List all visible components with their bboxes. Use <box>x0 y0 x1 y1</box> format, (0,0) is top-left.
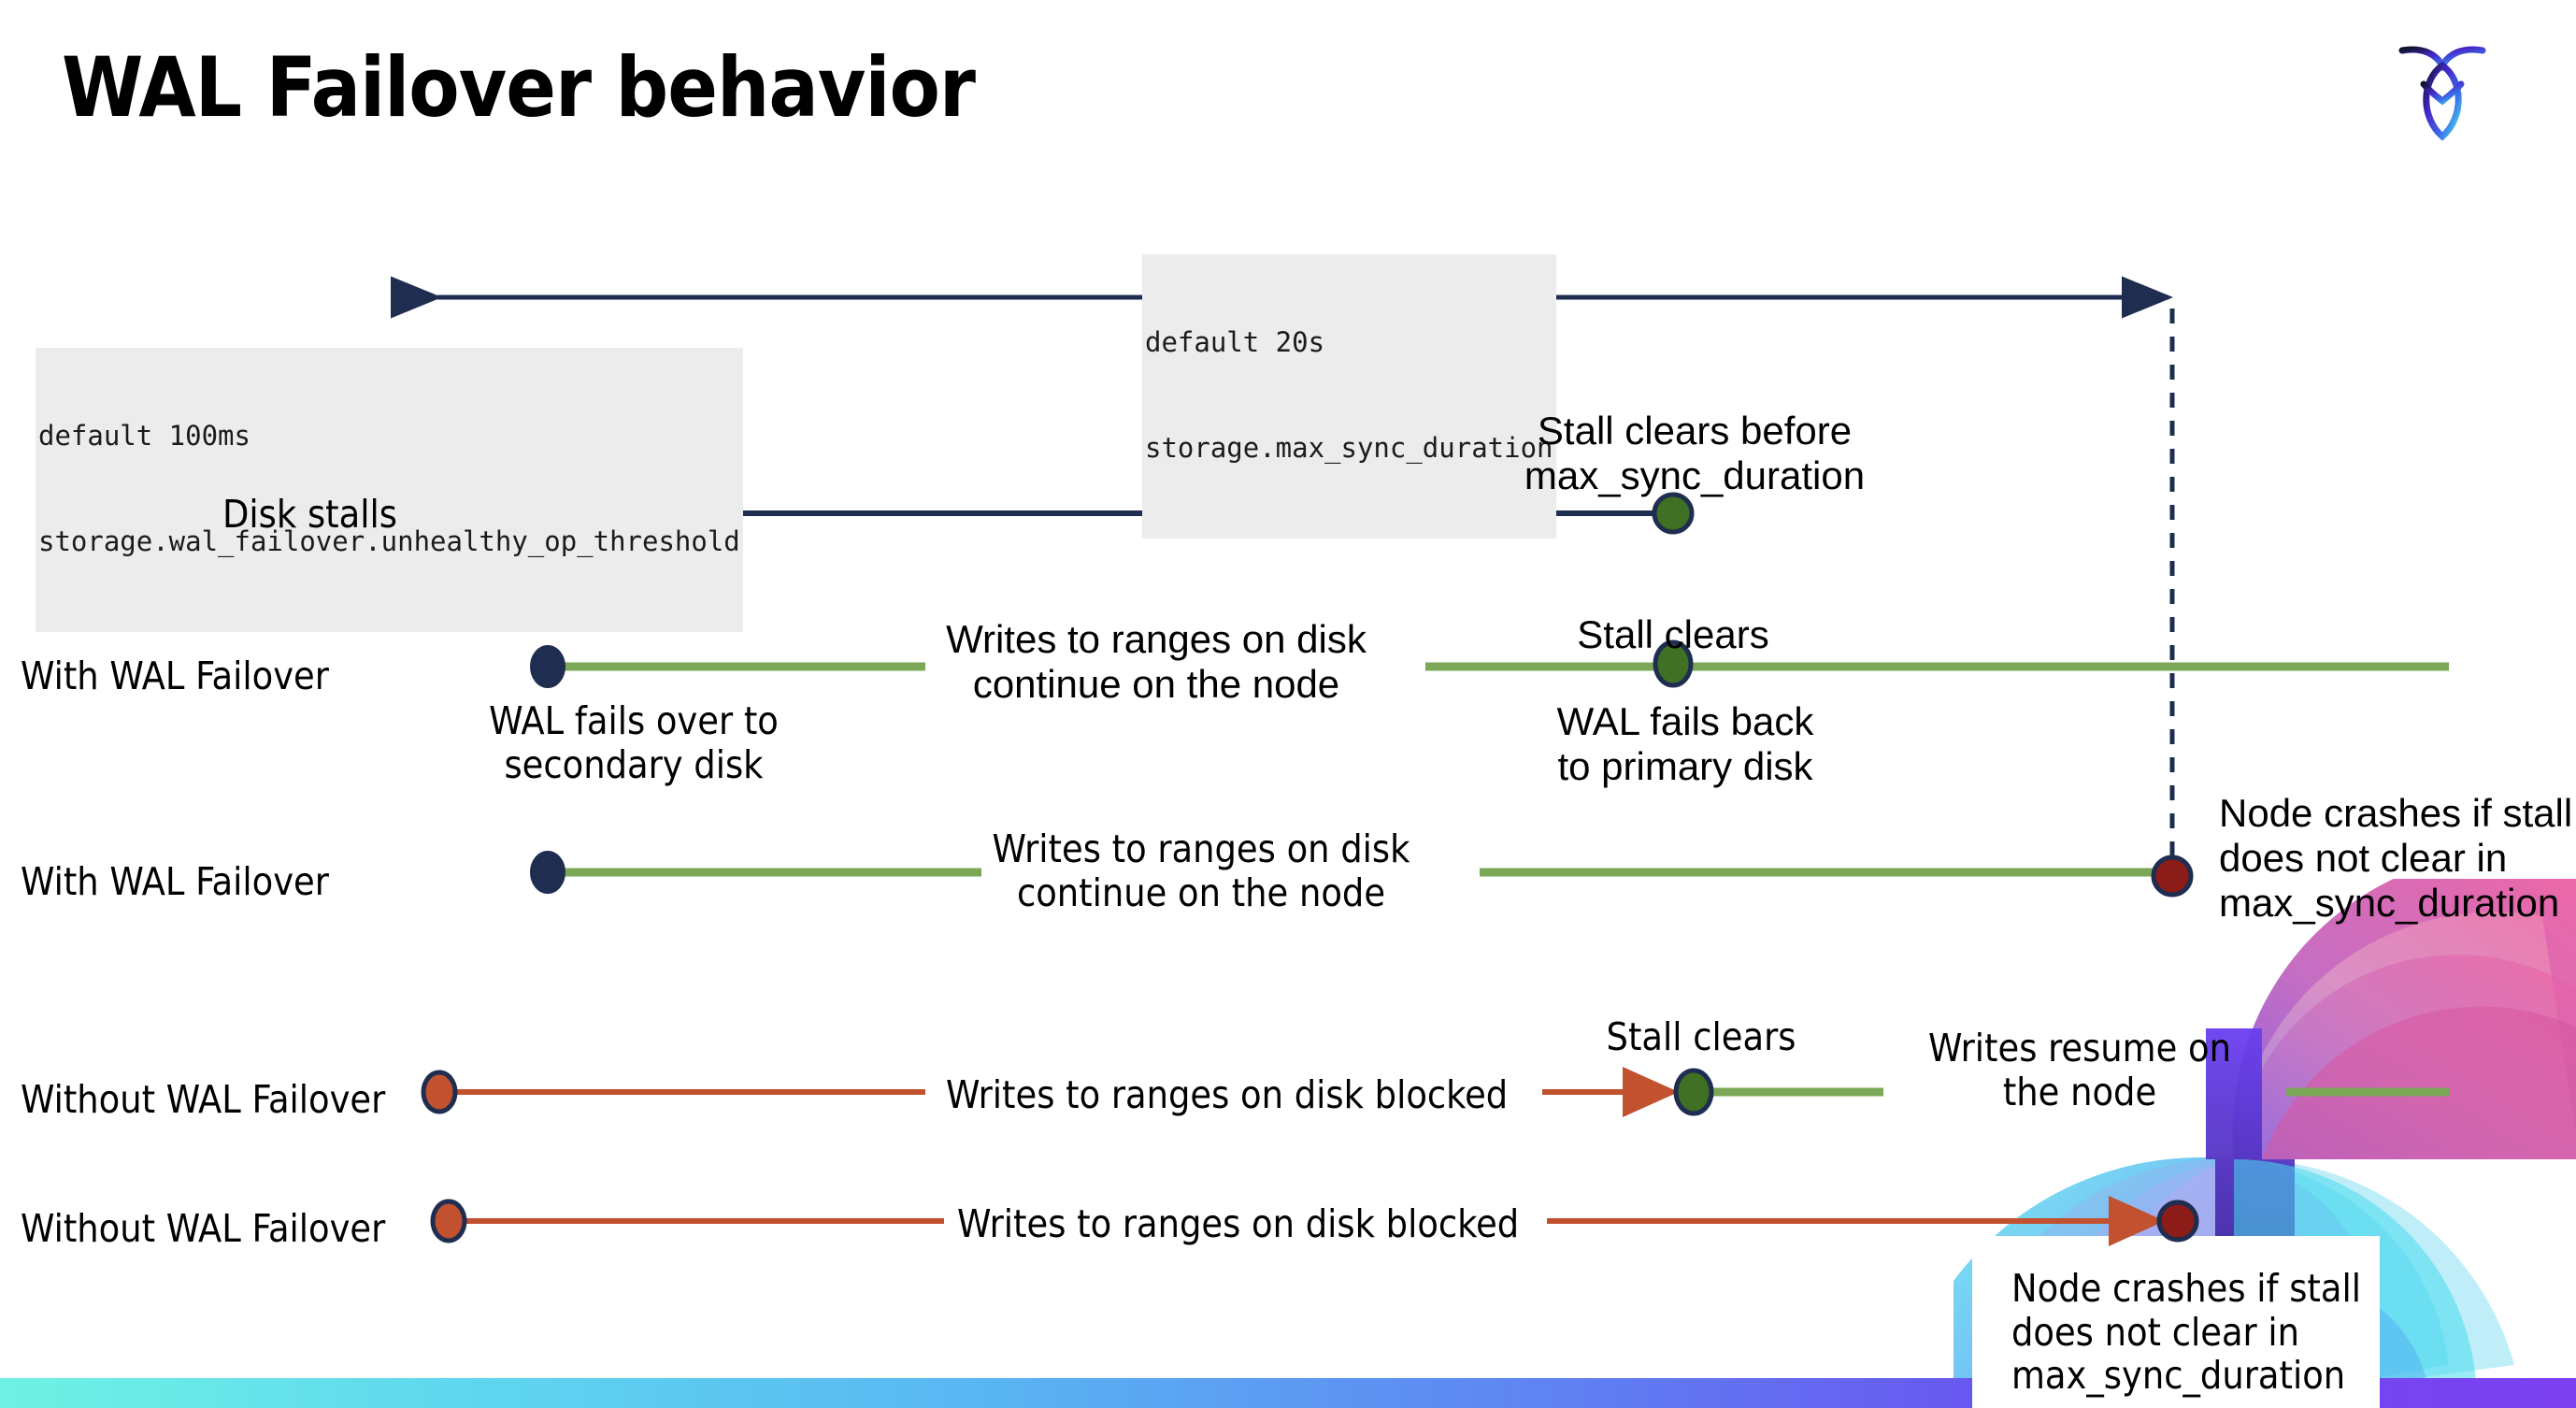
row-label-without-wal-failover-1: Without WAL Failover <box>21 1077 386 1122</box>
unhealthy-op-threshold-default: default 100ms <box>38 420 250 453</box>
stall-clears-point-dot <box>1673 1068 1714 1116</box>
note-backdrop-card <box>1972 1236 2380 1408</box>
cockroachdb-logo-icon <box>2382 26 2503 148</box>
stall-clears-point-dot <box>1653 639 1694 688</box>
note-node-crashes-row5: Node crashes if stall does not clear in … <box>2011 1266 2361 1399</box>
disk-stall-start-dot <box>421 1070 458 1114</box>
row-label-disk-stalls: Disk stalls <box>222 492 397 537</box>
unhealthy-op-threshold-setting: default 100ms storage.wal_failover.unhea… <box>36 348 743 632</box>
note-wal-fails-over-to-secondary: WAL fails over to secondary disk <box>489 698 779 787</box>
note-writes-blocked-row5: Writes to ranges on disk blocked <box>957 1201 1520 1246</box>
wal-failover-point-dot <box>530 851 565 894</box>
row-with-failover-clears-track <box>530 639 2449 688</box>
max-sync-duration-setting: default 20s storage.max_sync_duration <box>1142 254 1556 539</box>
page-title: WAL Failover behavior <box>62 39 976 136</box>
row-label-with-wal-failover-1: With WAL Failover <box>21 654 329 698</box>
row-label-without-wal-failover-2: Without WAL Failover <box>21 1206 386 1251</box>
node-crash-point-dot <box>2156 1200 2199 1243</box>
disk-stall-start-dot <box>430 1199 467 1243</box>
max-sync-duration-default: default 20s <box>1145 326 1325 359</box>
note-node-crashes-row3: Node crashes if stall does not clear in … <box>2219 791 2573 925</box>
max-sync-duration-key: storage.max_sync_duration <box>1145 432 1553 465</box>
node-crash-point-dot <box>2151 855 2194 898</box>
note-writes-continue-row3: Writes to ranges on disk continue on the… <box>992 826 1410 915</box>
unhealthy-op-threshold-key: storage.wal_failover.unhealthy_op_thresh… <box>38 525 740 558</box>
note-stall-clears-before-max-sync: Stall clears before max_sync_duration <box>1524 409 1866 497</box>
note-writes-resume-row4: Writes resume on the node <box>1928 1026 2231 1114</box>
stall-clears-point-dot <box>1652 492 1695 535</box>
note-writes-blocked-row4: Writes to ranges on disk blocked <box>946 1072 1509 1117</box>
row-without-failover-crash-track <box>430 1196 2199 1246</box>
row-without-failover-resume-track <box>421 1067 2449 1117</box>
row-label-with-wal-failover-2: With WAL Failover <box>21 859 329 904</box>
row-with-failover-crash-track <box>530 851 2194 898</box>
note-stall-clears-row4: Stall clears <box>1606 1014 1796 1059</box>
wal-failover-point-dot <box>530 645 565 688</box>
note-writes-continue-row2: Writes to ranges on disk continue on the… <box>946 617 1367 706</box>
note-wal-fails-back-to-primary: WAL fails back to primary disk <box>1556 699 1814 788</box>
note-stall-clears-row2: Stall clears <box>1577 612 1769 656</box>
